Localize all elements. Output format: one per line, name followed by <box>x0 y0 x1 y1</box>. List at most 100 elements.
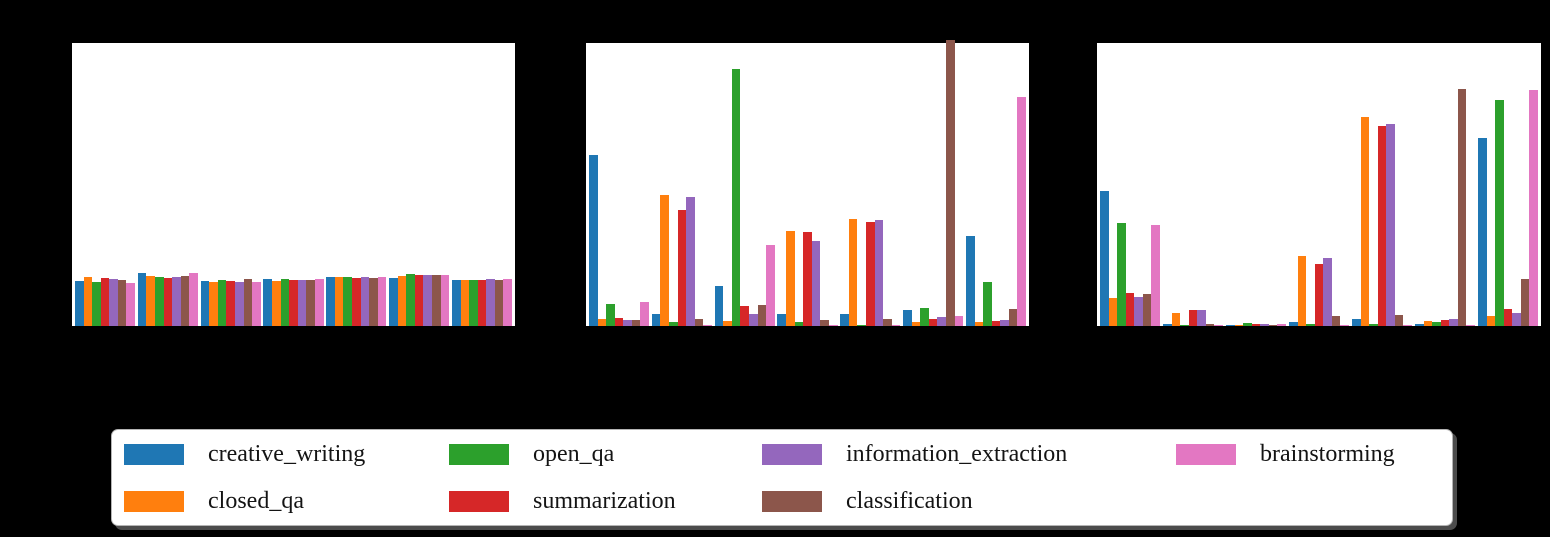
bar-open_qa <box>217 280 227 326</box>
bar-brainstorming <box>377 277 387 326</box>
bar-group-1 <box>1163 43 1224 326</box>
bar-information_extraction <box>1323 257 1332 326</box>
legend-label: closed_qa <box>208 488 304 514</box>
bar-creative_writing <box>840 314 849 326</box>
bar-open_qa <box>1243 322 1252 326</box>
legend-item-summarization: summarization <box>449 489 676 513</box>
bar-classification <box>1394 315 1404 326</box>
bar-brainstorming <box>252 281 261 326</box>
bar-information_extraction <box>1386 123 1395 326</box>
bar-open_qa <box>92 282 101 326</box>
bar-group-2 <box>714 43 775 326</box>
bar-classification <box>306 280 315 326</box>
bar-classification <box>432 275 441 326</box>
bar-classification <box>946 40 955 326</box>
bar-summarization <box>226 281 235 326</box>
bar-creative_writing <box>777 314 787 326</box>
bar-closed_qa <box>1297 255 1307 326</box>
bar-classification <box>694 318 704 326</box>
bar-summarization <box>614 318 624 326</box>
bar-open_qa <box>857 324 867 326</box>
bar-open_qa <box>1180 325 1189 326</box>
bar-information_extraction <box>172 276 181 326</box>
bar-open_qa <box>1432 322 1441 326</box>
bar-classification <box>1268 325 1278 326</box>
bar-group-2 <box>1226 43 1287 326</box>
bar-classification <box>1331 316 1341 326</box>
bar-information_extraction <box>1260 324 1269 326</box>
bar-closed_qa <box>272 280 281 326</box>
bar-open_qa <box>668 322 678 326</box>
bar-creative_writing <box>1478 138 1487 326</box>
bar-open_qa <box>154 276 164 326</box>
bar-classification <box>820 320 829 326</box>
bar-group-2 <box>200 43 261 326</box>
legend-item-creative-writing: creative_writing <box>124 442 365 466</box>
bar-closed_qa <box>974 322 984 326</box>
bar-brainstorming <box>1017 97 1027 326</box>
bar-information_extraction <box>486 279 495 326</box>
bar-summarization <box>352 277 361 326</box>
legend-swatch-information-extraction <box>762 443 822 465</box>
bar-group-1 <box>651 43 712 326</box>
bar-group-3 <box>263 43 324 326</box>
bar-summarization <box>163 277 173 326</box>
bar-subplot-left <box>72 43 515 326</box>
legend-label: information_extraction <box>846 441 1068 467</box>
bar-open_qa <box>1306 324 1315 326</box>
bar-brainstorming <box>703 324 712 326</box>
bar-summarization <box>1377 125 1387 326</box>
legend-item-brainstorming: brainstorming <box>1176 441 1395 467</box>
legend-item-open-qa: open_qa <box>449 441 615 467</box>
bar-information_extraction <box>1449 318 1458 326</box>
bar-closed_qa <box>146 275 155 326</box>
bar-brainstorming <box>189 273 198 326</box>
bar-information_extraction <box>937 316 947 326</box>
bar-open_qa <box>469 279 478 326</box>
bar-information_extraction <box>623 319 632 326</box>
bar-open_qa <box>920 308 929 326</box>
bar-brainstorming <box>126 283 136 326</box>
bar-closed_qa <box>911 321 921 326</box>
legend-swatch-classification <box>762 490 822 512</box>
bar-creative_writing <box>137 272 147 326</box>
bar-open_qa <box>983 281 992 326</box>
bar-closed_qa <box>397 275 407 326</box>
bar-classification <box>1205 324 1215 326</box>
bar-creative_writing <box>326 277 335 326</box>
legend-label: classification <box>846 488 973 514</box>
bar-creative_writing <box>903 309 912 326</box>
bar-closed_qa <box>460 279 470 326</box>
bar-information_extraction <box>109 278 118 326</box>
bar-summarization <box>740 305 749 326</box>
bar-open_qa <box>406 273 415 326</box>
bar-creative_writing <box>75 281 84 326</box>
bar-summarization <box>1188 309 1198 326</box>
legend-item-classification: classification <box>762 488 973 514</box>
bar-open_qa <box>606 304 615 326</box>
bar-summarization <box>100 277 110 326</box>
bar-brainstorming <box>640 301 650 326</box>
bar-brainstorming <box>954 316 964 326</box>
bar-classification <box>883 318 892 326</box>
legend-item-closed-qa: closed_qa <box>124 488 304 514</box>
bar-closed_qa <box>1171 313 1181 326</box>
bar-group-5 <box>389 43 450 326</box>
bar-classification <box>243 278 253 326</box>
bar-group-4 <box>840 43 901 326</box>
legend-label: brainstorming <box>1260 441 1395 467</box>
bar-creative_writing <box>1352 318 1361 326</box>
bar-closed_qa <box>1486 315 1496 326</box>
bar-classification <box>1457 88 1467 326</box>
bar-brainstorming <box>891 324 901 326</box>
bar-information_extraction <box>234 281 244 326</box>
legend-label: open_qa <box>533 441 615 467</box>
legend-swatch-summarization <box>449 490 509 512</box>
bar-summarization <box>414 275 424 326</box>
bar-summarization <box>289 279 298 326</box>
bar-classification <box>1520 278 1530 326</box>
bar-group-0 <box>589 43 650 326</box>
bar-open_qa <box>731 68 741 326</box>
bar-classification <box>757 304 767 326</box>
bar-information_extraction <box>748 313 758 326</box>
